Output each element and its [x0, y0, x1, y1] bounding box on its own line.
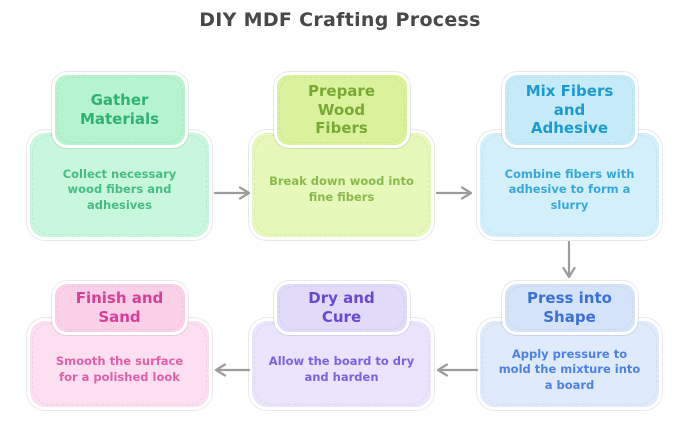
node-header: Mix Fibers and Adhesive [501, 72, 638, 148]
diagram-title: DIY MDF Crafting Process [199, 9, 481, 31]
node-description: Allow the board to dry and harden [268, 354, 415, 384]
node-description: Apply pressure to mold the mixture into … [498, 346, 641, 392]
node-mix-fibers-and-adhesive: Combine fibers with adhesive to form a s… [477, 72, 662, 240]
node-press-into-shape: Apply pressure to mold the mixture into … [477, 281, 662, 410]
node-description: Combine fibers with adhesive to form a s… [504, 166, 635, 212]
node-header: Dry and Cure [273, 281, 410, 335]
node-header: Prepare Wood Fibers [273, 72, 410, 148]
arrow-press-to-dry [436, 363, 479, 377]
node-header: Gather Materials [51, 72, 188, 148]
arrow-gather-to-prepare [213, 186, 251, 200]
arrow-mix-to-press [562, 240, 576, 279]
node-body: Allow the board to dry and harden [249, 318, 434, 410]
node-dry-and-cure: Allow the board to dry and harden Dry an… [249, 281, 434, 410]
node-prepare-wood-fibers: Break down wood into fine fibers Prepare… [249, 72, 434, 240]
node-finish-and-sand: Smooth the surface for a polished look F… [27, 281, 212, 410]
node-description: Break down wood into fine fibers [269, 174, 414, 204]
node-body: Collect necessary wood fibers and adhesi… [27, 130, 212, 240]
node-header: Press into Shape [501, 281, 638, 335]
node-description: Collect necessary wood fibers and adhesi… [62, 166, 177, 212]
arrow-prepare-to-mix [435, 186, 473, 200]
node-gather-materials: Collect necessary wood fibers and adhesi… [27, 72, 212, 240]
node-header: Finish and Sand [51, 281, 188, 335]
arrow-dry-to-finish [214, 363, 251, 377]
node-description: Smooth the surface for a polished look [55, 354, 184, 384]
